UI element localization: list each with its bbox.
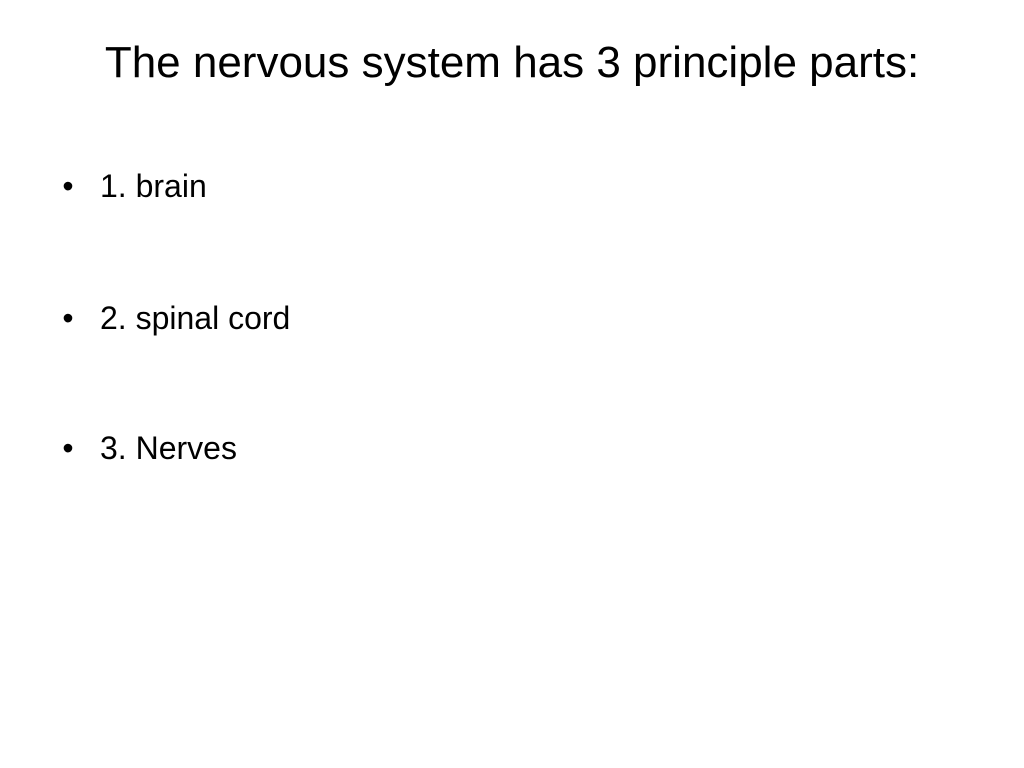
bullet-text: 3. Nerves	[100, 430, 237, 466]
bullet-icon: •	[62, 430, 74, 466]
list-item: • 3. Nerves	[58, 424, 938, 472]
bullet-icon: •	[62, 300, 74, 336]
list-item: • 1. brain	[58, 162, 938, 210]
bullet-list: • 1. brain • 2. spinal cord • 3. Nerves	[58, 162, 938, 556]
bullet-icon: •	[62, 168, 74, 204]
slide-title: The nervous system has 3 principle parts…	[104, 38, 920, 87]
list-item: • 2. spinal cord	[58, 294, 938, 342]
bullet-text: 1. brain	[100, 168, 207, 204]
bullet-text: 2. spinal cord	[100, 300, 291, 336]
